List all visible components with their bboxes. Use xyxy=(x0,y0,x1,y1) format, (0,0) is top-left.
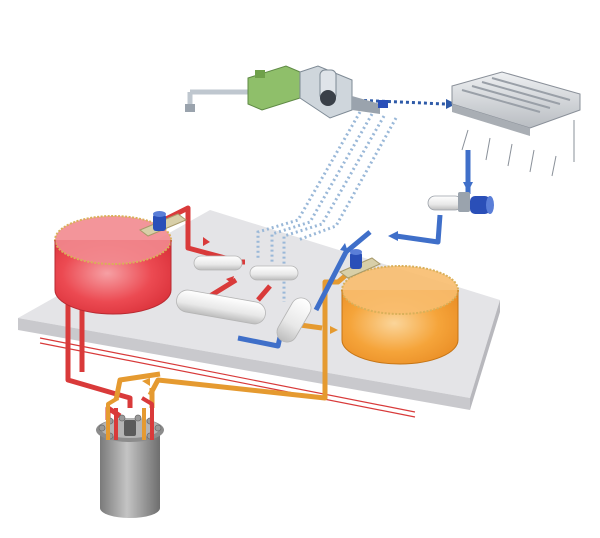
boundary-lines xyxy=(39,337,416,418)
cold-salt-arrows xyxy=(142,326,338,386)
heat-exchanger-tube-4 xyxy=(276,297,312,343)
air-cooled-condenser xyxy=(451,71,581,177)
steam-generator-heat-exchangers xyxy=(176,255,312,343)
heat-exchanger-tube-3 xyxy=(176,289,266,325)
reactor-vessel xyxy=(96,396,164,518)
hot-salt-tank xyxy=(54,215,172,315)
cold-tank-pump xyxy=(339,249,381,279)
hot-tank-pump xyxy=(139,211,187,237)
steam-lines xyxy=(256,111,398,302)
heat-exchanger-tube-2 xyxy=(249,265,299,281)
cold-salt-tank xyxy=(341,265,459,365)
turbine-generator xyxy=(185,65,388,119)
condensate-pump xyxy=(427,192,494,214)
feedwater-arrows xyxy=(340,182,473,252)
exhaust-steam-line xyxy=(351,98,456,109)
feedwater-piping xyxy=(237,150,471,349)
heat-exchanger-tube-1 xyxy=(193,255,243,271)
